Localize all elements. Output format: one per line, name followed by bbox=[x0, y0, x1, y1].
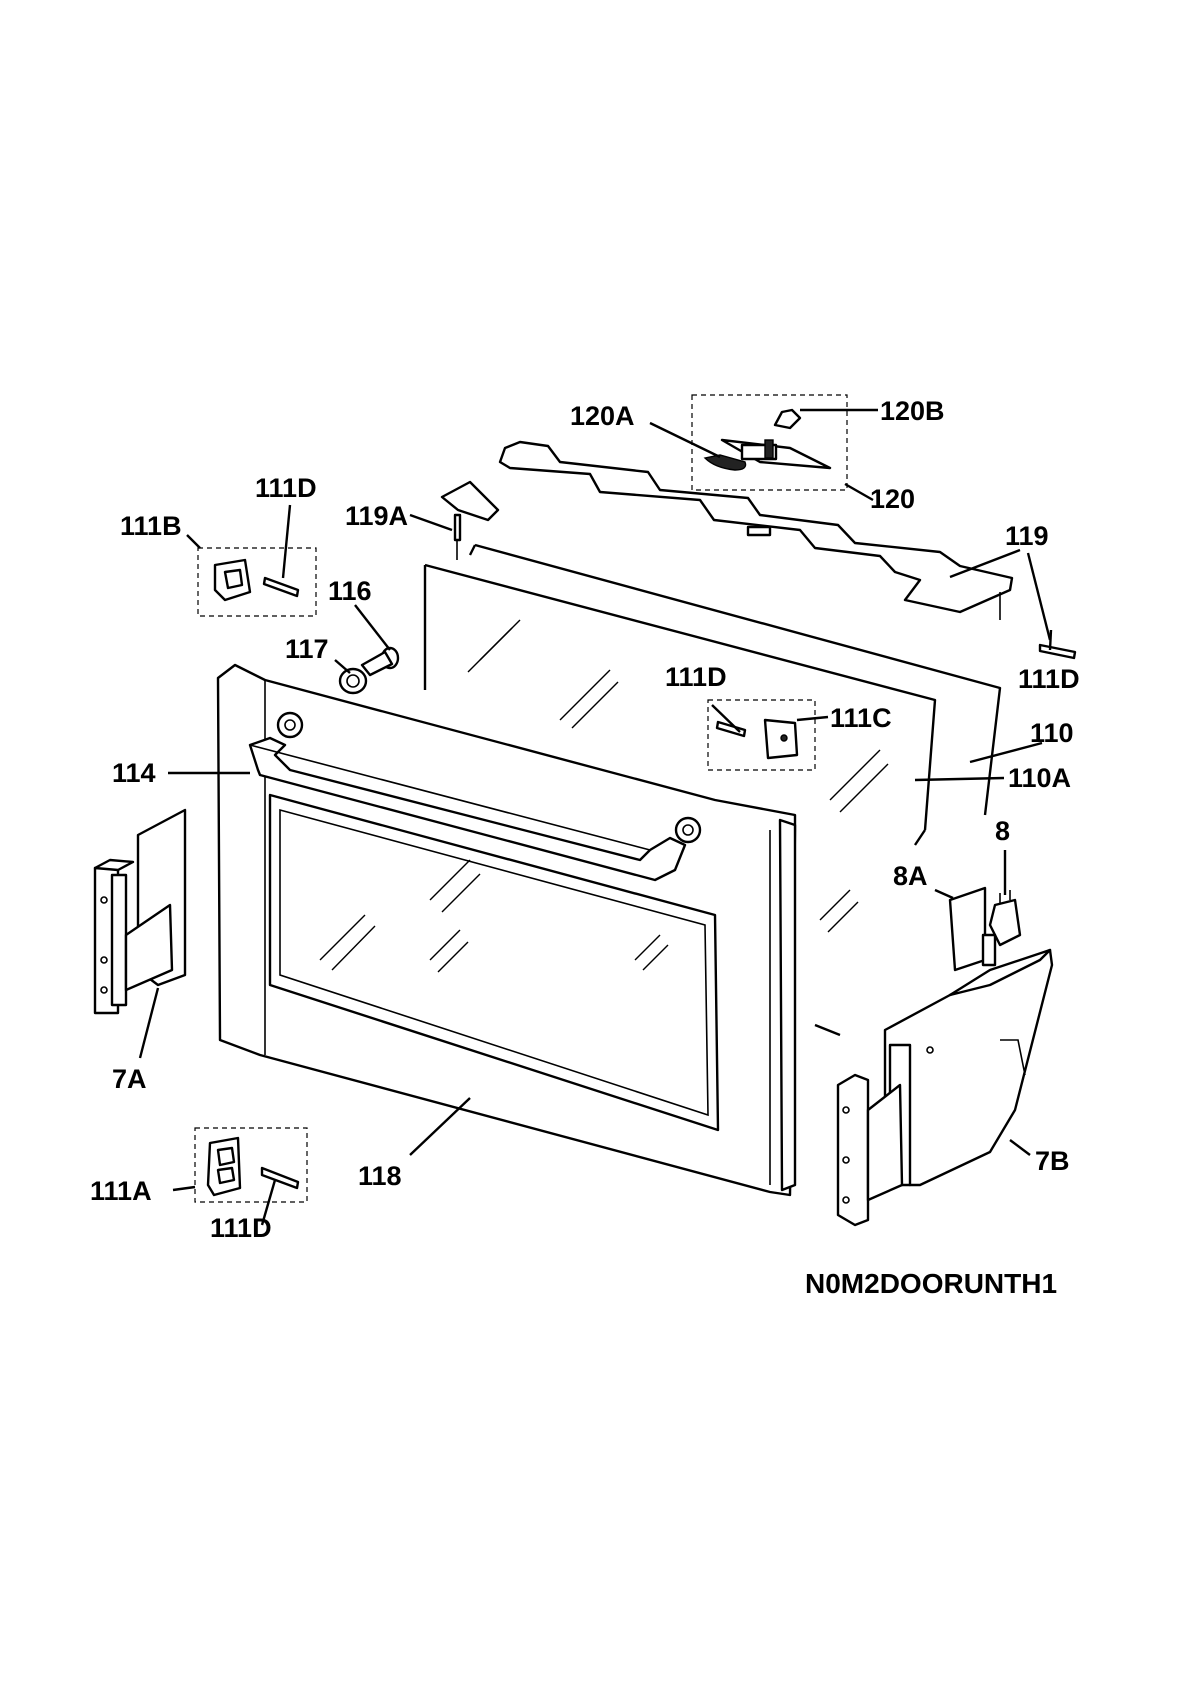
label-120B: 120B bbox=[880, 396, 945, 426]
label-111D-right: 111D bbox=[1018, 664, 1080, 694]
clip-111A bbox=[206, 1136, 300, 1197]
diagram-code: N0M2DOORUNTH1 bbox=[805, 1268, 1057, 1299]
pin-111D-right bbox=[1038, 643, 1077, 660]
clip-111B bbox=[213, 558, 300, 602]
label-119: 119 bbox=[1005, 521, 1049, 551]
label-110A: 110A bbox=[1008, 763, 1071, 793]
part-labels: 120B 120A 120 111D 111B 119A 119 116 117… bbox=[90, 396, 1080, 1299]
label-110: 110 bbox=[1030, 718, 1074, 748]
hinge-7B bbox=[836, 948, 1054, 1227]
bracket-119A bbox=[440, 480, 500, 560]
label-7A: 7A bbox=[112, 1064, 147, 1094]
label-111D-top: 111D bbox=[255, 473, 317, 503]
label-117: 117 bbox=[285, 634, 329, 664]
label-119A: 119A bbox=[345, 501, 408, 531]
handle-114 bbox=[248, 736, 687, 882]
label-111D-bottom: 111D bbox=[210, 1213, 272, 1243]
label-116: 116 bbox=[328, 576, 372, 606]
label-111A: 111A bbox=[90, 1176, 152, 1206]
label-8: 8 bbox=[995, 816, 1010, 846]
label-111D-center: 111D bbox=[665, 662, 727, 692]
clip-111C-box bbox=[707, 699, 816, 771]
switch-8 bbox=[981, 890, 1022, 967]
label-111B: 111B bbox=[120, 511, 182, 541]
label-7B: 7B bbox=[1035, 1146, 1070, 1176]
label-118: 118 bbox=[358, 1161, 402, 1191]
label-120A: 120A bbox=[570, 401, 635, 431]
label-120: 120 bbox=[870, 484, 915, 514]
clip-111B-box bbox=[197, 547, 317, 617]
screw-116 bbox=[360, 646, 400, 677]
label-8A: 8A bbox=[893, 861, 928, 891]
cover-8A bbox=[948, 886, 987, 972]
nut-117 bbox=[338, 667, 368, 695]
leader-lines bbox=[138, 408, 1053, 1226]
glass-panel-110A bbox=[423, 563, 937, 1037]
clip-111A-box bbox=[194, 1127, 308, 1203]
top-trim-119 bbox=[498, 440, 1014, 620]
label-114: 114 bbox=[112, 758, 156, 788]
hinge-7A bbox=[93, 808, 187, 1015]
hinge-120 bbox=[703, 408, 832, 471]
label-111C: 111C bbox=[830, 703, 892, 733]
